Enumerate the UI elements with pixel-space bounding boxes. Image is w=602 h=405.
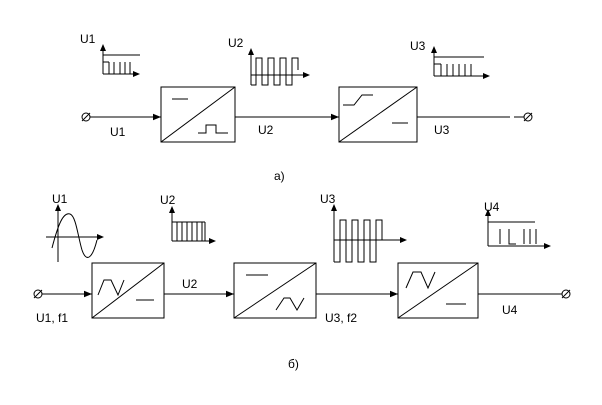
waveform-u1-a (100, 44, 140, 77)
label-u2-line-a: U2 (258, 123, 274, 137)
label-u3-wave-b: U3 (320, 192, 336, 206)
converter-block-a2 (338, 86, 418, 143)
waveform-u3-a (431, 46, 490, 79)
converter-block-b2 (233, 262, 317, 319)
output-terminal-b (561, 289, 571, 299)
label-u1-wave-b: U1 (52, 192, 68, 206)
waveform-u3-b (331, 204, 407, 263)
label-u3-line-a: U3 (434, 123, 450, 137)
converter-block-a1 (160, 86, 236, 143)
waveform-u4-b (485, 209, 551, 249)
input-terminal-b (33, 289, 43, 299)
label-u1-line-a: U1 (110, 125, 126, 139)
converter-block-b1 (91, 262, 165, 319)
label-u3-line-b: U3, f2 (325, 311, 357, 325)
waveform-u2-b (169, 206, 216, 244)
label-u2-wave-a: U2 (228, 36, 244, 50)
label-u4-wave-b: U4 (484, 200, 500, 214)
label-u3-wave-a: U3 (410, 39, 426, 53)
diagram-a: U1 U2 U3 (80, 32, 533, 183)
waveform-u2-a (248, 48, 310, 86)
converter-block-b3 (397, 262, 479, 319)
waveform-u1-sine-b (46, 204, 104, 262)
caption-b: б) (288, 357, 299, 371)
label-u2-wave-b: U2 (160, 193, 176, 207)
label-u1-wave-a: U1 (80, 32, 96, 46)
caption-a: a) (274, 169, 285, 183)
output-terminal-a (523, 112, 533, 122)
input-terminal-a (81, 112, 91, 122)
label-u4-line-b: U4 (502, 303, 518, 317)
label-u2-line-b: U2 (182, 277, 198, 291)
diagram-b: U1, f1 U2 U3, f2 U4 (33, 192, 571, 371)
label-u1-line-b: U1, f1 (36, 311, 68, 325)
